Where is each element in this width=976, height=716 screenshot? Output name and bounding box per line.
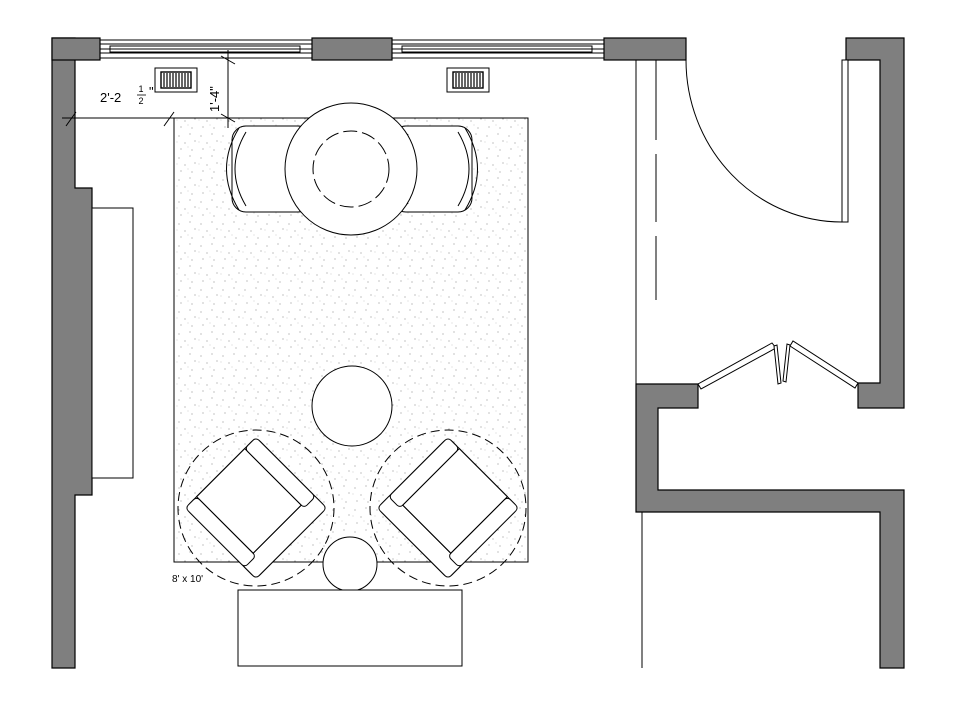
dimension-denominator: 2 [138,96,143,106]
left-wall [51,37,93,669]
room-opening [635,60,657,668]
bifold-door-icon [697,340,859,390]
window-right [391,39,605,59]
dimension-wall-offset: 1'-4" [207,86,222,112]
rug-size-label: 8' x 10' [172,574,203,585]
interior-wall [635,383,905,669]
top-wall-left [51,37,101,61]
dining-table-inner [312,130,390,208]
dimension-numerator: 1 [138,84,143,94]
door-swing-icon [685,59,849,223]
dimension-unit: " [149,84,154,99]
dimension-window-offset: 2'-2 1 2 " [100,84,154,106]
windows [99,39,605,59]
coffee-table [311,365,393,447]
dining-set [226,102,478,236]
dimension-whole: 2'-2 [100,90,121,105]
dining-table [284,102,418,236]
lounge-chair-left [177,429,335,587]
right-wall [845,37,905,409]
side-table [322,536,378,592]
console-table [91,207,134,479]
top-wall-middle [311,37,393,61]
top-wall-right [603,37,687,61]
floor-vent-icon [154,67,198,93]
bench [237,589,463,667]
floor-vent-icon [446,67,490,93]
lounge-chair-right [369,429,527,587]
window-left [99,39,313,59]
